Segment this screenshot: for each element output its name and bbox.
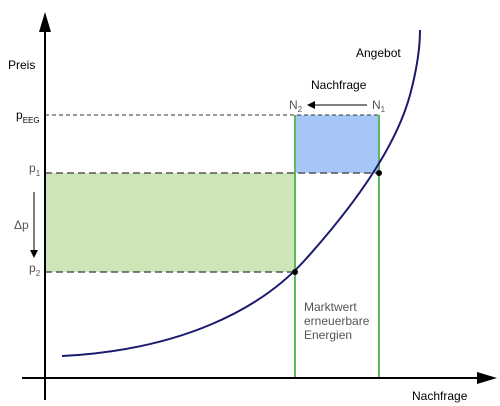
market-value-label-line3: Energien — [304, 328, 352, 342]
n2-label: N2 — [289, 98, 303, 114]
p1-label: p1 — [29, 161, 41, 178]
x-axis-label: Nachfrage — [412, 389, 468, 403]
supply-curve-label: Angebot — [356, 46, 401, 60]
market-value-label-line1: Marktwert — [304, 300, 357, 314]
n1-label: N1 — [372, 98, 386, 114]
shift-arrow-head — [307, 101, 315, 109]
p2-label: p2 — [29, 261, 41, 278]
y-axis-label: Preis — [8, 58, 35, 72]
intersection-point-n2 — [292, 269, 298, 275]
x-axis-arrowhead — [477, 372, 497, 384]
blue-area — [295, 115, 379, 173]
demand-label: Nachfrage — [311, 78, 367, 92]
green-area — [45, 173, 295, 272]
y-axis-arrowhead — [39, 12, 51, 32]
p-eeg-label: pEEG — [16, 108, 40, 125]
delta-p-label: Δp — [14, 218, 29, 232]
supply-curve — [61, 29, 421, 357]
market-value-label-line2: erneuerbare — [304, 314, 370, 328]
delta-p-arrowhead — [30, 250, 38, 258]
intersection-point-n1 — [376, 170, 382, 176]
